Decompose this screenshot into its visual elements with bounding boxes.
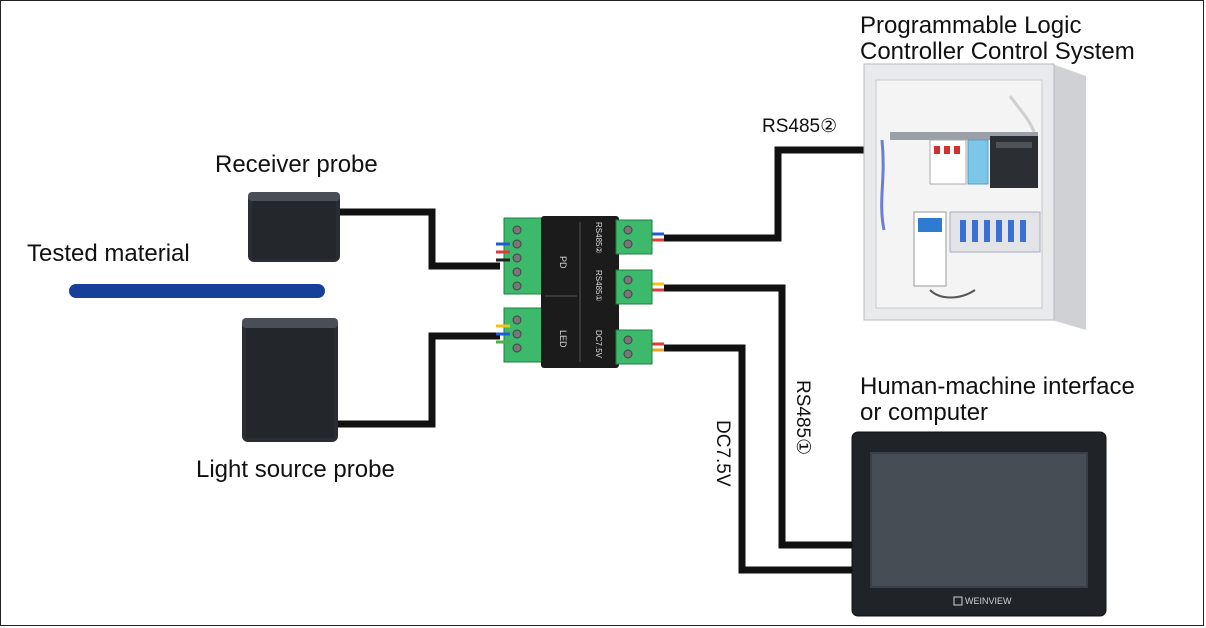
hmi-title-line2: or computer (860, 399, 989, 426)
receiver-probe (248, 192, 340, 262)
rs485-1-cable (664, 284, 852, 549)
module-port-dc: DC7.5V (594, 330, 603, 359)
module-label-pd: PD (558, 256, 568, 269)
module-label-led: LED (558, 330, 568, 348)
hmi-title-line1: Human-machine interface (860, 373, 1135, 400)
light-source-probe-label: Light source probe (196, 456, 395, 483)
module-port-rs485-2: RS485② (594, 222, 603, 254)
plc-title-line1: Programmable Logic (860, 12, 1082, 39)
rs485-2-cable (664, 146, 868, 242)
tested-material-label: Tested material (27, 240, 190, 267)
module-port-rs485-1: RS485① (594, 270, 603, 302)
plc-enclosure (863, 63, 1086, 330)
rs485-2-label: RS485② (762, 116, 838, 137)
dc-power-label: DC7.5V (712, 420, 733, 487)
light-source-probe-cable (338, 332, 500, 428)
dc-power-cable (664, 344, 852, 574)
rs485-1-label: RS485① (792, 380, 813, 456)
hmi-panel: WEINVIEW (851, 431, 1107, 617)
hmi-brand-text: WEINVIEW (965, 596, 1012, 606)
controller-module: PD LED RS485② RS485① DC7.5V (496, 216, 664, 368)
light-source-probe (242, 318, 338, 442)
cables (338, 146, 868, 574)
receiver-probe-cable (338, 208, 500, 270)
plc-title-line2: Controller Control System (860, 38, 1135, 65)
receiver-probe-label: Receiver probe (215, 151, 378, 178)
